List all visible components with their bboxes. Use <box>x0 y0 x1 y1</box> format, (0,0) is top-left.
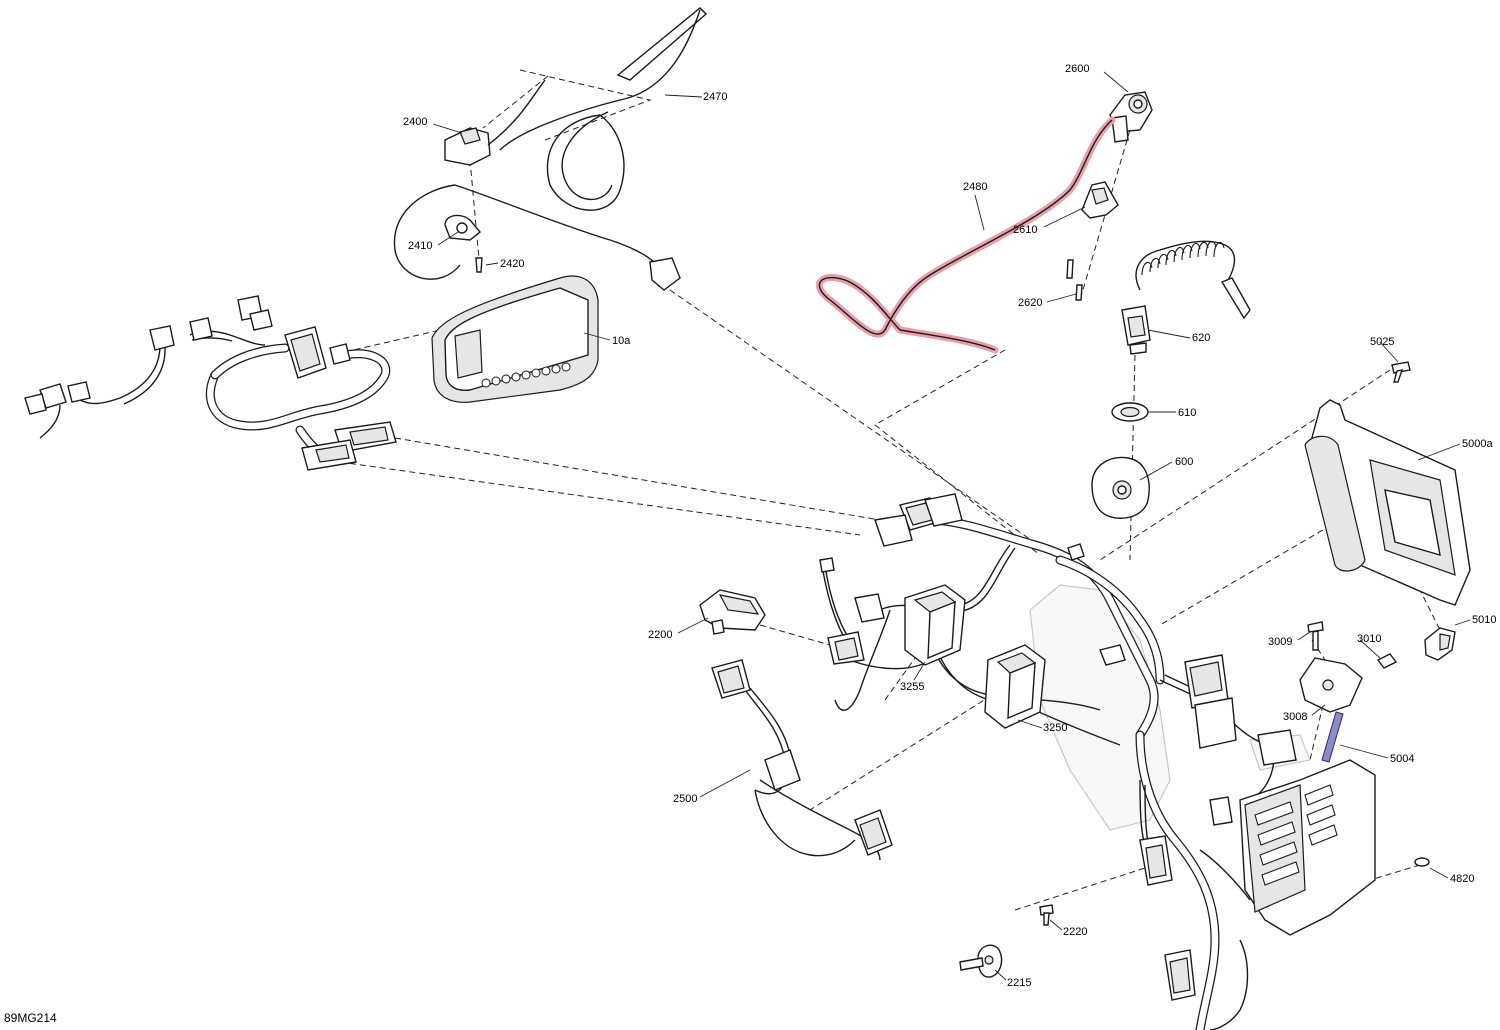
throttle-wire-harness <box>393 184 681 291</box>
part-2420-screw <box>475 257 483 273</box>
callout-3010: 3010 <box>1357 633 1381 645</box>
part-2200-sensor <box>699 589 766 635</box>
callout-5000a: 5000a <box>1462 438 1493 450</box>
part-2220-screw <box>1039 904 1054 926</box>
callout-2215: 2215 <box>1007 977 1031 989</box>
callout-5010: 5010 <box>1472 614 1496 626</box>
part-2215-sensor <box>959 944 1003 978</box>
part-3008-bracket <box>1299 657 1363 713</box>
part-3250-relay <box>984 644 1046 729</box>
callout-4820: 4820 <box>1450 873 1474 885</box>
callout-2220: 2220 <box>1063 926 1087 938</box>
part-3009-screw <box>1307 621 1324 651</box>
part-2400-throttle-switch <box>444 79 546 166</box>
main-wiring-harness <box>819 493 1311 1030</box>
callout-labels: 2470 2400 2410 2420 10a 2600 2480 2610 2… <box>403 63 1496 989</box>
callout-3008: 3008 <box>1283 711 1307 723</box>
callout-610: 610 <box>1178 407 1196 419</box>
callout-2200: 2200 <box>648 629 672 641</box>
diagram-reference-code: 89MG214 <box>4 1011 57 1025</box>
front-wiring-harness <box>24 295 397 471</box>
callout-2470: 2470 <box>703 91 727 103</box>
part-2470-handlebar-heater <box>499 7 708 211</box>
callout-5025: 5025 <box>1370 336 1394 348</box>
part-610-nut <box>1111 402 1149 422</box>
callout-2610: 2610 <box>1013 224 1037 236</box>
callout-2480: 2480 <box>963 181 987 193</box>
part-5004-stud <box>1321 711 1344 763</box>
part-10a-gauge-cluster <box>431 275 599 403</box>
leader-lines <box>432 71 1471 981</box>
callout-3009: 3009 <box>1268 636 1292 648</box>
callout-2500: 2500 <box>673 793 697 805</box>
callout-3255: 3255 <box>900 681 924 693</box>
part-3010-bolt <box>1376 653 1398 669</box>
part-4820-nut <box>1414 857 1430 867</box>
callout-5004: 5004 <box>1390 753 1414 765</box>
callout-2410: 2410 <box>408 240 432 252</box>
part-2410-clamp <box>444 214 481 241</box>
part-2500-sub-harness <box>711 659 893 861</box>
callout-2620: 2620 <box>1018 297 1042 309</box>
part-2610-bracket <box>1081 181 1119 219</box>
callout-600: 600 <box>1175 456 1193 468</box>
part-2480-tether-wire <box>815 116 1116 354</box>
callout-2420: 2420 <box>500 258 524 270</box>
part-5000a-module <box>1304 399 1471 606</box>
part-5025-bolt <box>1391 361 1411 383</box>
part-600-dess-post <box>1091 456 1150 519</box>
callout-620: 620 <box>1192 332 1210 344</box>
part-3255-relay <box>904 584 966 666</box>
callout-2400: 2400 <box>403 116 427 128</box>
part-620-lanyard <box>1121 240 1251 355</box>
part-2620-screws <box>1066 259 1083 301</box>
part-5010-clip <box>1424 627 1456 661</box>
callout-3250: 3250 <box>1043 722 1067 734</box>
part-2600-tether-switch <box>1109 91 1153 143</box>
assembly-lines <box>339 69 1441 911</box>
callout-2600: 2600 <box>1065 63 1089 75</box>
electrical-box <box>1239 759 1376 936</box>
callout-10a: 10a <box>612 335 631 347</box>
